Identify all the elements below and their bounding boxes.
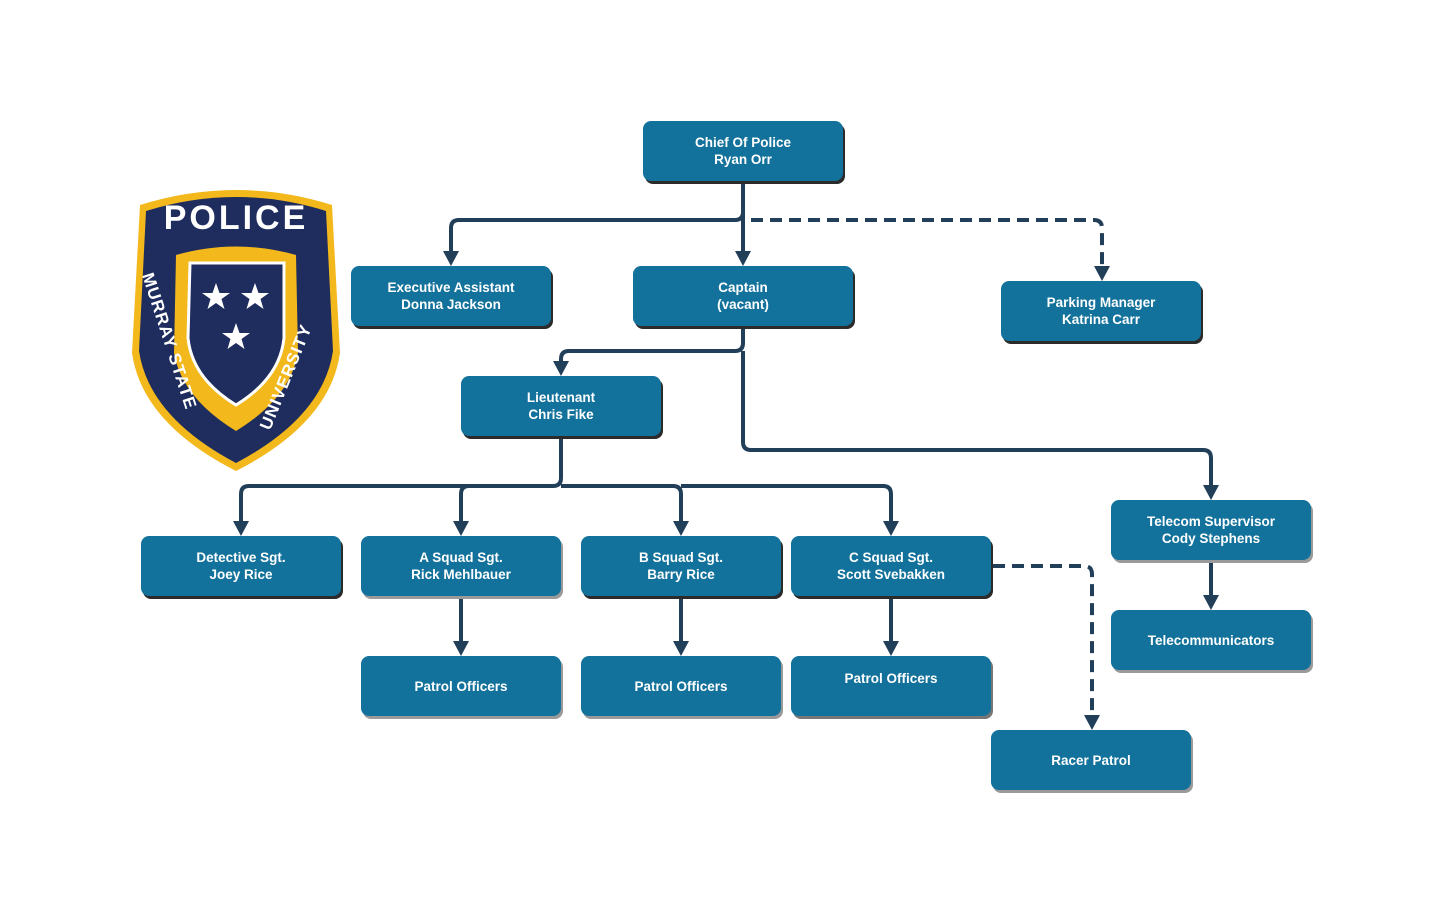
star-icon xyxy=(241,283,269,309)
node-b-squad-sgt[interactable]: B Squad Sgt. Barry Rice xyxy=(581,536,781,596)
node-title: Patrol Officers xyxy=(634,678,728,694)
connector-captain-to-telecomsup xyxy=(741,351,1213,486)
node-name: Ryan Orr xyxy=(714,152,772,167)
node-title: B Squad Sgt. xyxy=(639,550,723,565)
node-title: Chief Of Police xyxy=(694,135,792,150)
node-name: Donna Jackson xyxy=(401,297,501,312)
node-title: Patrol Officers xyxy=(844,671,938,686)
arrowhead-icon xyxy=(673,521,689,536)
node-chief-of-police[interactable]: Chief Of Police Ryan Orr xyxy=(643,121,843,181)
arrowhead-icon xyxy=(233,521,249,536)
node-title: Patrol Officers xyxy=(414,678,508,694)
connector-chief-to-parking xyxy=(751,218,1104,267)
node-title: Executive Assistant xyxy=(387,280,515,295)
arrowhead-icon xyxy=(453,521,469,536)
node-title: Captain xyxy=(718,280,768,295)
node-lieutenant[interactable]: Lieutenant Chris Fike xyxy=(461,376,661,436)
arrowhead-icon xyxy=(1094,266,1110,281)
connector-lieutenant-to-asquad xyxy=(459,484,470,522)
star-icon xyxy=(222,323,250,349)
murray-state-police-badge-logo: POLICE MURRAY STATE UNIVERSITY xyxy=(132,190,340,471)
node-name: (vacant) xyxy=(717,297,769,312)
node-title: Detective Sgt. xyxy=(196,550,286,565)
arrowhead-icon xyxy=(883,641,899,656)
connector-lieutenant-to-csquad xyxy=(681,484,893,522)
connector-lieutenant-to-detective xyxy=(239,436,563,522)
node-telecom-supervisor[interactable]: Telecom Supervisor Cody Stephens xyxy=(1111,500,1311,560)
node-c-squad-sgt[interactable]: C Squad Sgt. Scott Svebakken xyxy=(791,536,991,596)
node-patrol-officers-b[interactable]: Patrol Officers xyxy=(581,656,781,716)
arrowhead-icon xyxy=(1084,715,1100,730)
node-telecommunicators[interactable]: Telecommunicators xyxy=(1111,610,1311,670)
node-title: Parking Manager xyxy=(1046,295,1156,310)
node-parking-manager[interactable]: Parking Manager Katrina Carr xyxy=(1001,281,1201,341)
node-name: Rick Mehlbauer xyxy=(411,567,511,582)
connector-captain-to-lieutenant xyxy=(559,326,745,362)
node-title: C Squad Sgt. xyxy=(849,550,933,565)
node-name: Joey Rice xyxy=(209,567,273,582)
node-racer-patrol[interactable]: Racer Patrol xyxy=(991,730,1191,790)
arrowhead-icon xyxy=(883,521,899,536)
node-name: Scott Svebakken xyxy=(836,567,946,582)
arrowhead-icon xyxy=(553,361,569,376)
connector-csquad-to-racer xyxy=(993,564,1094,716)
star-icon xyxy=(202,283,230,309)
node-title: A Squad Sgt. xyxy=(419,550,503,565)
node-title: Telecommunicators xyxy=(1147,632,1275,648)
node-a-squad-sgt[interactable]: A Squad Sgt. Rick Mehlbauer xyxy=(361,536,561,596)
arrowhead-icon xyxy=(735,251,751,266)
badge-top-text: POLICE xyxy=(164,199,309,237)
arrowhead-icon xyxy=(453,641,469,656)
node-name: Cody Stephens xyxy=(1161,531,1261,546)
node-title: Telecom Supervisor xyxy=(1146,514,1276,529)
arrowhead-icon xyxy=(673,641,689,656)
arrowhead-icon xyxy=(1203,485,1219,500)
node-name: Katrina Carr xyxy=(1061,312,1141,327)
node-patrol-officers-c[interactable]: Patrol Officers xyxy=(791,656,991,716)
node-name: Barry Rice xyxy=(647,567,715,582)
arrowhead-icon xyxy=(1203,595,1219,610)
connector-lieutenant-to-bsquad xyxy=(561,484,683,522)
node-patrol-officers-a[interactable]: Patrol Officers xyxy=(361,656,561,716)
node-detective-sgt[interactable]: Detective Sgt. Joey Rice xyxy=(141,536,341,596)
connector-chief-to-exec xyxy=(449,181,745,252)
star-icons xyxy=(202,283,269,349)
node-title: Racer Patrol xyxy=(1051,752,1131,768)
node-captain[interactable]: Captain (vacant) xyxy=(633,266,853,326)
node-executive-assistant[interactable]: Executive Assistant Donna Jackson xyxy=(351,266,551,326)
node-name: Chris Fike xyxy=(528,407,594,422)
arrowhead-icon xyxy=(443,251,459,266)
node-title: Lieutenant xyxy=(526,390,596,405)
